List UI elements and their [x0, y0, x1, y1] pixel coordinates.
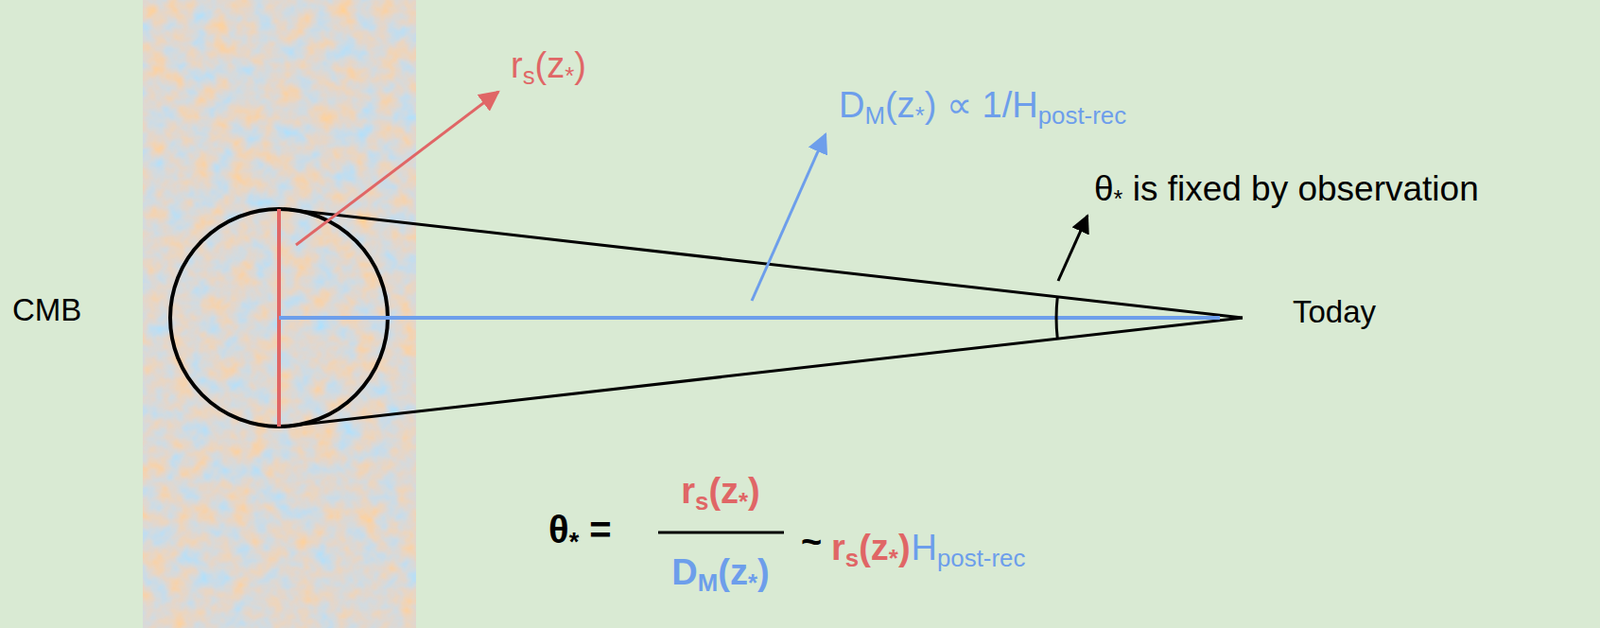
text-run: ) ∝ 1/H [924, 85, 1039, 125]
text-run: ) [898, 527, 911, 568]
subscript-run: s [522, 62, 536, 89]
subscript-run: M [697, 569, 719, 596]
subscript-run: * [747, 569, 758, 596]
text-run: D [671, 552, 697, 592]
cmb-haze [142, 0, 417, 628]
text-run: r [831, 527, 846, 568]
label: rs(z*) [510, 44, 587, 88]
distance-line [278, 315, 1220, 320]
text-run: = [578, 508, 611, 551]
subscript-run: M [864, 102, 886, 129]
leader-arrow [1058, 215, 1088, 281]
formula-term: rs(z*) [680, 469, 761, 514]
label: DM(z*) ∝ 1/Hpost-rec [838, 84, 1127, 128]
text-run: (z [535, 45, 566, 86]
text-run: r [510, 45, 523, 86]
text-run: r [680, 470, 696, 511]
text-run: ) [573, 45, 587, 86]
angle-arc [1056, 296, 1058, 339]
subscript-run: * [564, 62, 574, 89]
subscript-run: post-rec [937, 544, 1026, 572]
text-run: ) [747, 470, 761, 511]
subscript-run: * [888, 544, 899, 572]
subscript-run: s [845, 544, 859, 572]
text-run: (z [885, 85, 916, 125]
formula-term: Hpost-rec [911, 526, 1027, 571]
text-run: CMB [12, 292, 82, 328]
cmb-map [142, 0, 417, 628]
text-run: ~ [800, 521, 822, 562]
text-run: (z [858, 527, 889, 568]
text-run: is fixed by observation [1122, 169, 1479, 209]
text-run: D [838, 85, 865, 125]
leader-arrow [295, 91, 499, 245]
text-run: θ [548, 508, 570, 551]
fraction-bar [658, 531, 784, 535]
sight-line [283, 317, 1243, 427]
text-run: Today [1292, 294, 1376, 330]
text-run: ) [757, 552, 770, 592]
text-run: (z [708, 470, 739, 511]
formula-term: θ* = [548, 506, 612, 553]
subscript-run: post-rec [1038, 102, 1127, 129]
subscript-run: s [695, 487, 709, 515]
subscript-run: * [569, 526, 580, 557]
label: θ* is fixed by observation [1094, 168, 1479, 210]
text-run: (z [717, 552, 748, 592]
subscript-run: * [1113, 185, 1124, 212]
sight-line [283, 208, 1243, 318]
leader-arrow [751, 134, 826, 301]
formula-term: rs(z*) [831, 526, 911, 571]
text-run: θ [1094, 169, 1114, 209]
label: Today [1292, 293, 1376, 331]
formula-term: ~ [800, 521, 822, 565]
text-run: H [911, 527, 938, 568]
label: CMB [12, 291, 82, 330]
subscript-run: * [915, 102, 925, 129]
formula-term: DM(z*) [671, 551, 769, 595]
subscript-run: * [738, 487, 748, 515]
